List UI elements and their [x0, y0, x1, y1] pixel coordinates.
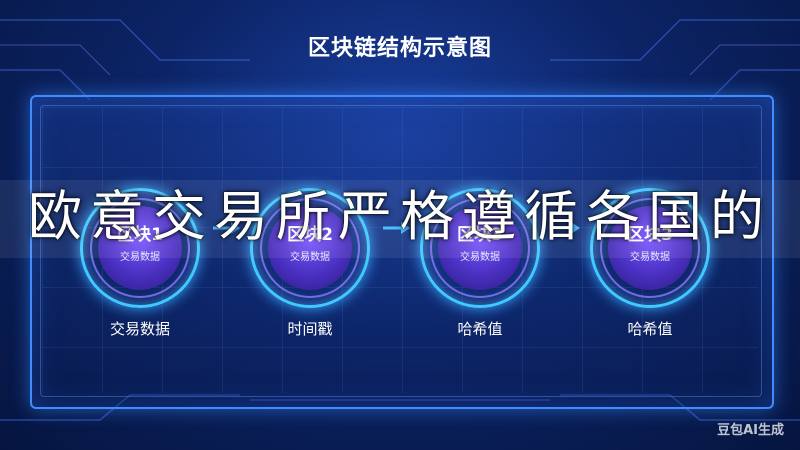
arrow-right-icon — [213, 222, 240, 234]
block-core — [608, 206, 692, 290]
block-name: 区块3 — [457, 225, 503, 245]
block-node-4: 区块3 交易数据 — [590, 188, 710, 308]
block-ring — [590, 188, 710, 308]
block-name: 区块3 — [627, 225, 673, 245]
page-title: 区块链结构示意图 — [307, 36, 492, 61]
block-ring — [420, 188, 540, 308]
block-node-3: 区块3 交易数据 — [420, 188, 540, 308]
block-ring-inner — [430, 198, 530, 298]
block-core — [268, 206, 352, 290]
block-ring-inner — [600, 198, 700, 298]
overlay-caption: 欧意交易所严格遵循各国的 — [28, 185, 772, 248]
watermark: 豆包AI生成 — [717, 423, 784, 438]
arrow-right-icon — [553, 222, 580, 234]
overlay-band — [0, 180, 800, 258]
block-subtitle: 交易数据 — [460, 252, 500, 263]
block-ring — [80, 188, 200, 308]
block-name: 区块1 — [117, 225, 163, 245]
block-name: 区块2 — [287, 225, 333, 245]
block-caption-3: 哈希值 — [457, 320, 503, 338]
block-node-2: 区块2 交易数据 — [250, 188, 370, 308]
block-node-1: 区块1 交易数据 — [80, 188, 200, 308]
block-subtitle: 交易数据 — [120, 252, 160, 263]
diagram-inner-frame — [40, 105, 762, 397]
block-core — [98, 206, 182, 290]
block-ring-inner — [260, 198, 360, 298]
block-core — [438, 206, 522, 290]
block-ring — [250, 188, 370, 308]
block-subtitle: 交易数据 — [290, 252, 330, 263]
block-caption-1: 交易数据 — [109, 320, 170, 338]
block-caption-4: 哈希值 — [627, 320, 673, 338]
block-ring-inner — [90, 198, 190, 298]
arrow-right-icon — [383, 222, 410, 234]
block-subtitle: 交易数据 — [630, 252, 670, 263]
block-caption-2: 时间戳 — [287, 320, 333, 338]
